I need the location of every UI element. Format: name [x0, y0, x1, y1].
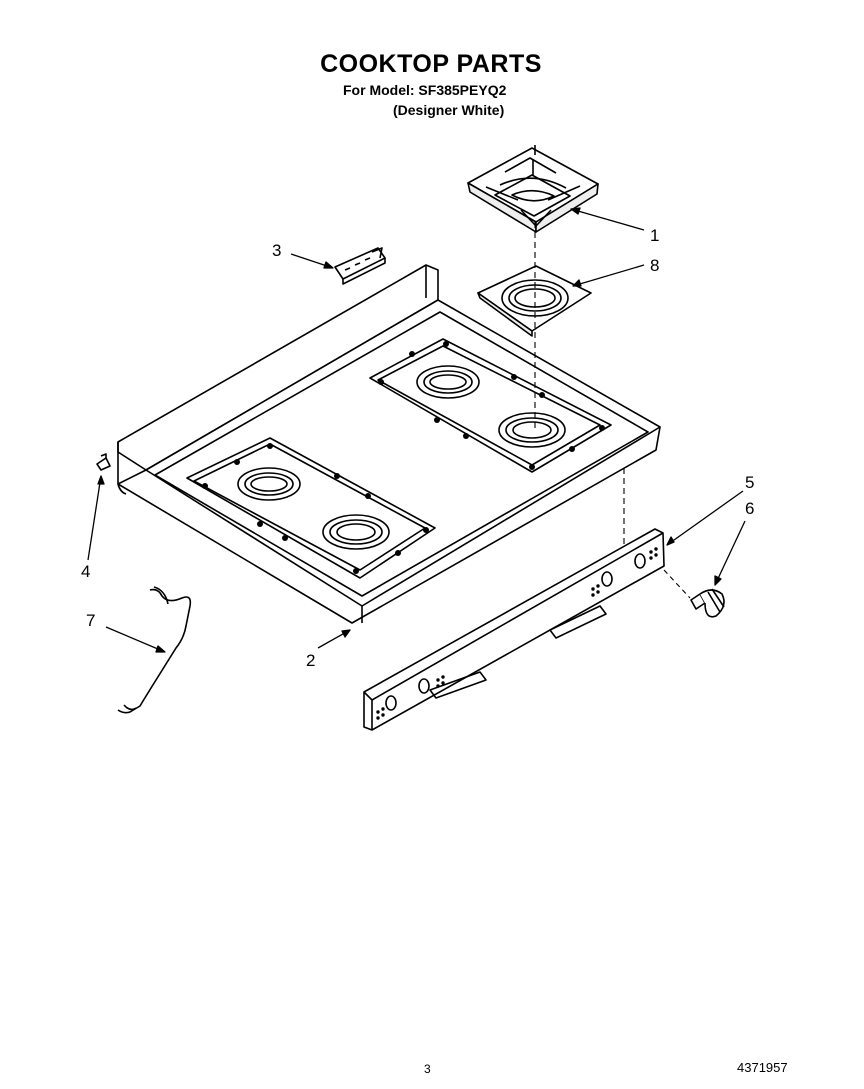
document-number: 4371957 — [737, 1060, 788, 1075]
callout-6: 6 — [745, 499, 754, 518]
control-knob-part — [663, 569, 725, 618]
page-number: 3 — [424, 1062, 431, 1076]
cooktop-main-part — [117, 264, 661, 624]
callout-4: 4 — [81, 562, 90, 581]
model-line: For Model: SF385PEYQ2 — [343, 82, 507, 98]
burner-grate-part — [467, 145, 599, 233]
callout-8: 8 — [650, 256, 659, 275]
clip-part — [96, 453, 111, 471]
callout-1: 1 — [650, 226, 659, 245]
callout-3: 3 — [272, 241, 281, 260]
callout-2: 2 — [306, 651, 315, 670]
callout-7: 7 — [86, 611, 95, 630]
control-panel-part — [363, 528, 665, 731]
bracket-part — [334, 247, 386, 285]
variant-line: (Designer White) — [393, 102, 505, 118]
ignition-wire-part — [117, 586, 192, 714]
callout-5: 5 — [745, 473, 754, 492]
page-title: COOKTOP PARTS — [320, 50, 542, 78]
